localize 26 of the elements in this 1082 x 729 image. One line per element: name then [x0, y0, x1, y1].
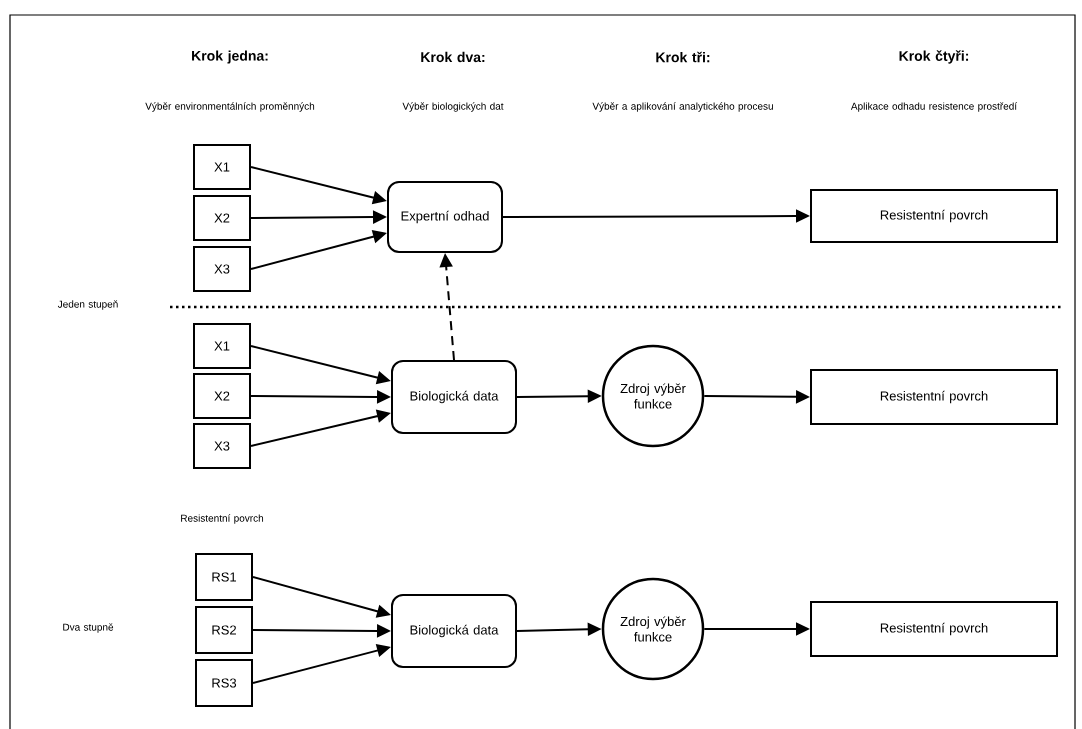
step-heading: Krok čtyři: [899, 50, 969, 64]
process-box: Resistentní povrch [810, 601, 1058, 657]
step-heading: Krok tři: [656, 51, 710, 63]
process-box: RS2 [195, 606, 253, 654]
rounded-box: Biologická data [391, 360, 517, 434]
column-label: Resistentní povrch [181, 514, 264, 524]
row-label: Dva stupně [63, 623, 114, 633]
process-box: X3 [193, 423, 251, 469]
step-description: Výběr environmentálních proměnných [145, 102, 315, 112]
step-heading: Krok dva: [421, 51, 485, 63]
step-heading: Krok jedna: [192, 50, 268, 64]
rounded-box: Biologická data [391, 594, 517, 668]
process-box: RS3 [195, 659, 253, 707]
process-box: Resistentní povrch [810, 369, 1058, 425]
process-box: RS1 [195, 553, 253, 601]
process-box: X2 [193, 195, 251, 241]
process-box: X1 [193, 323, 251, 369]
rounded-box: Expertní odhad [387, 181, 503, 253]
row-label: Jeden stupeň [57, 300, 118, 310]
step-description: Výběr biologických dat [402, 102, 504, 112]
process-box: X1 [193, 144, 251, 190]
process-box: X2 [193, 373, 251, 419]
process-box: Resistentní povrch [810, 189, 1058, 243]
process-box: X3 [193, 246, 251, 292]
step-description: Aplikace odhadu resistence prostředí [850, 102, 1018, 112]
step-description: Výběr a aplikování analytického procesu [592, 102, 773, 112]
